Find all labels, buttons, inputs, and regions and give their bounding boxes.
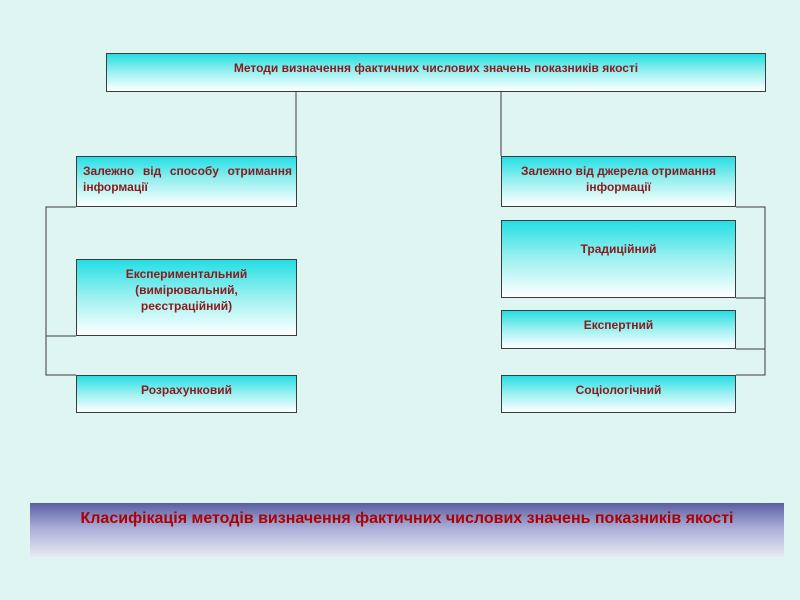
leaf-node-sociological: Соціологічний xyxy=(501,375,736,413)
connector-right-bracket xyxy=(736,206,766,376)
leaf-node-calculated: Розрахунковий xyxy=(76,375,297,413)
diagram-caption: Класифікація методів визначення фактични… xyxy=(30,503,784,557)
branch-node-method: Залежно від способу отримання інформації xyxy=(76,156,297,207)
leaf-node-expert: Експертний xyxy=(501,310,736,349)
root-node: Методи визначення фактичних числових зна… xyxy=(106,53,766,92)
branch-node-source: Залежно від джерела отримання інформації xyxy=(501,156,736,207)
connector-left-bracket xyxy=(45,206,76,376)
leaf-node-experimental: Експериментальний (вимірювальний, реєстр… xyxy=(76,259,297,336)
leaf-node-traditional: Традиційний xyxy=(501,220,736,298)
